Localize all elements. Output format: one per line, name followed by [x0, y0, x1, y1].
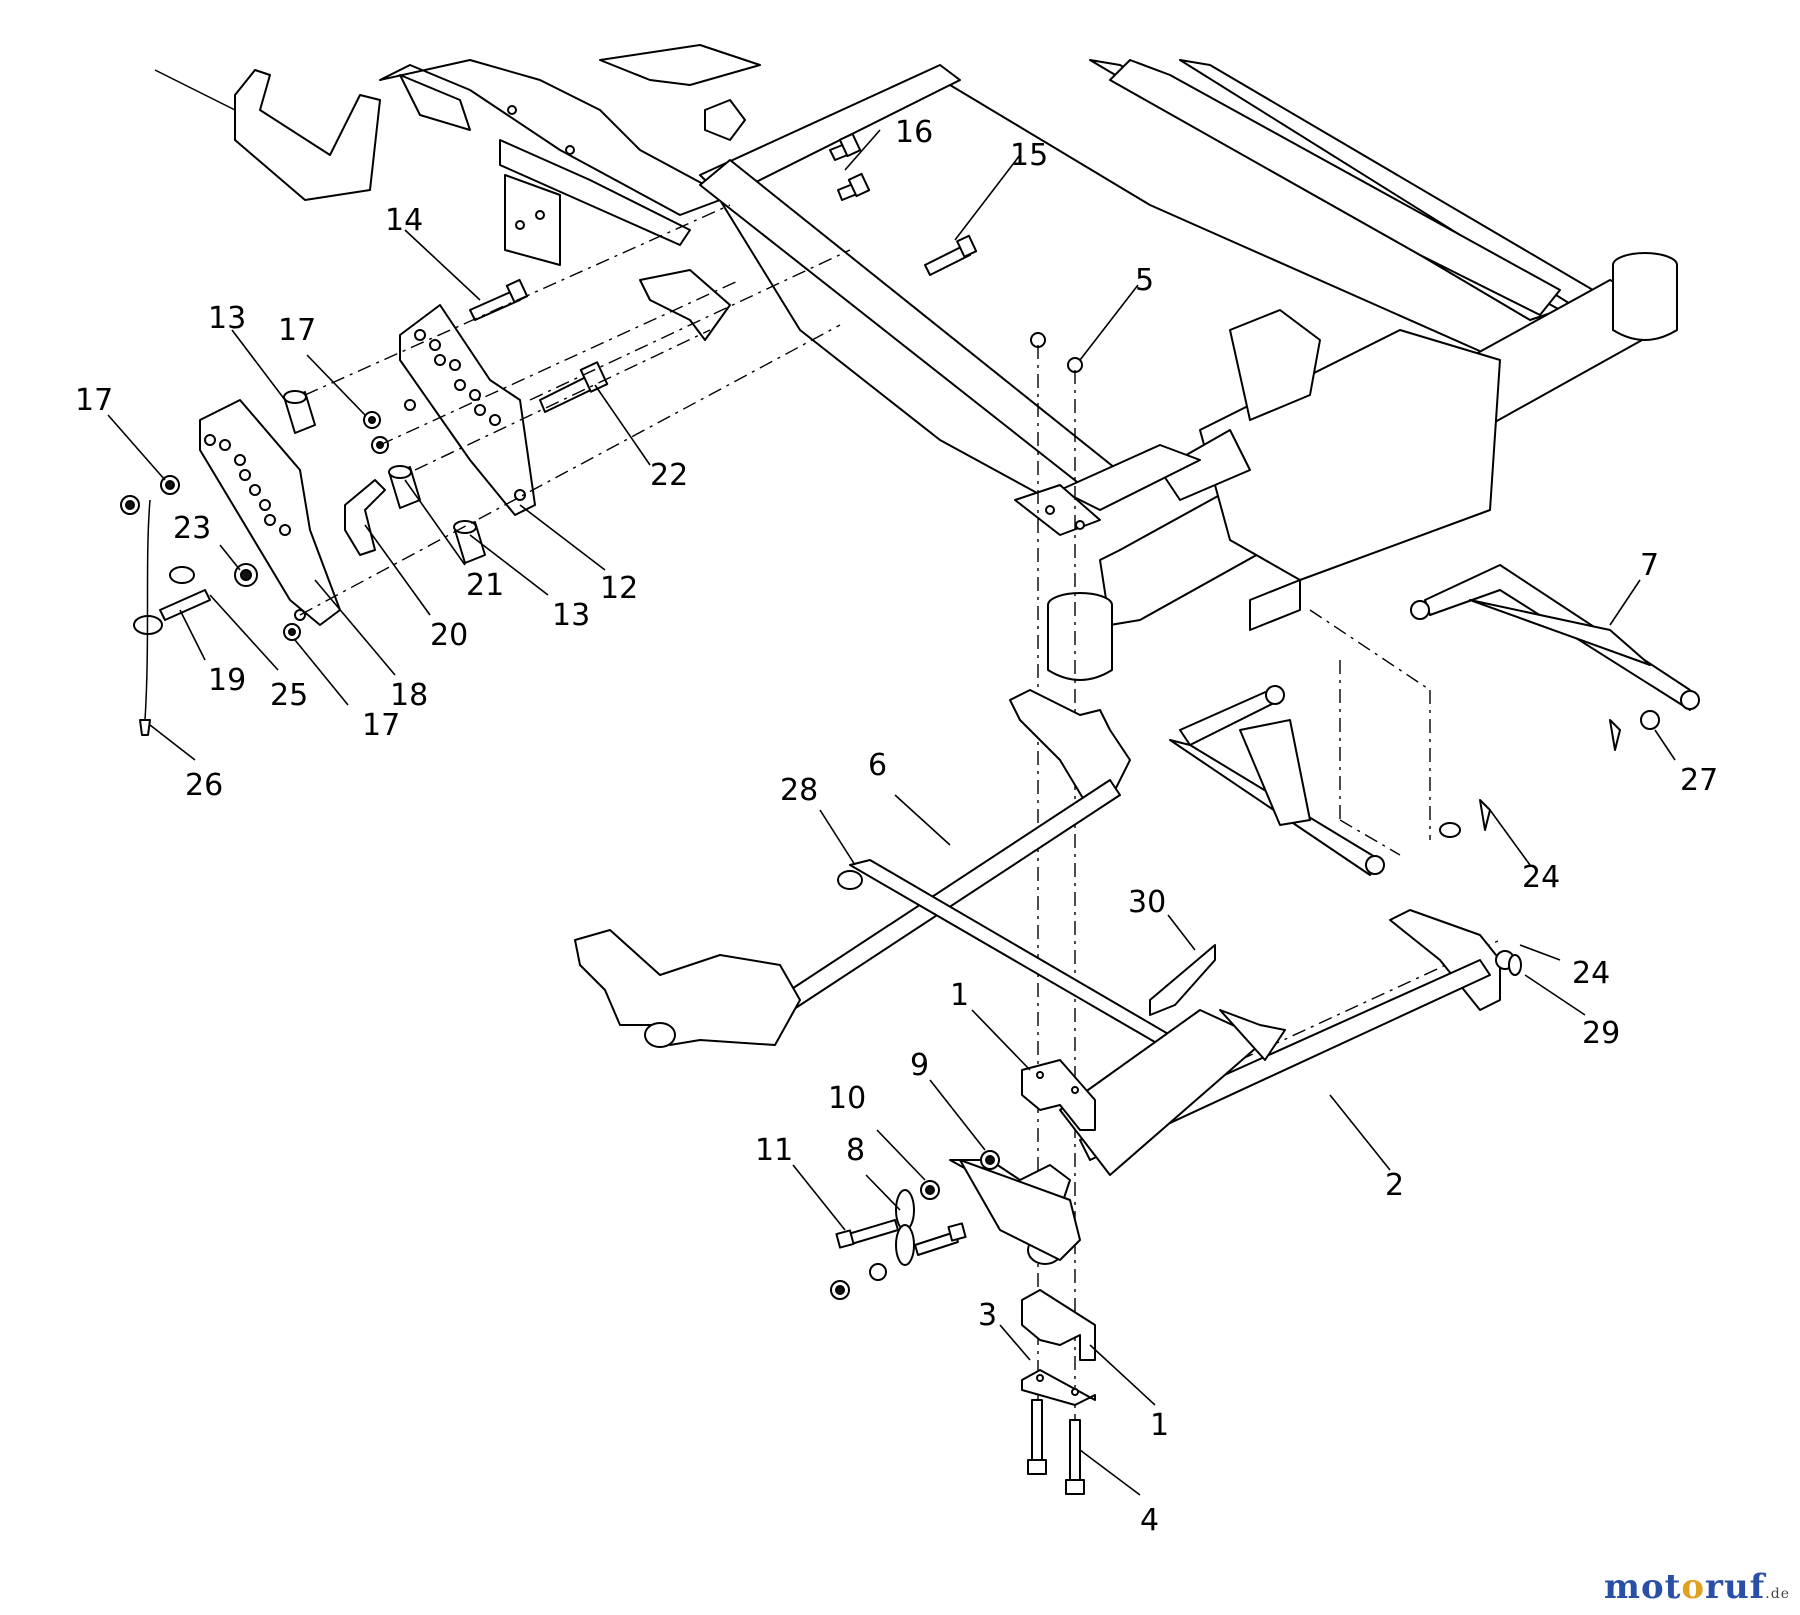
callout-3: 3	[978, 1298, 997, 1333]
callout-1: 1	[950, 978, 969, 1013]
callout-2: 2	[1385, 1168, 1404, 1203]
clamp-upper-1	[1021, 1059, 1096, 1131]
callout-4: 4	[1140, 1503, 1159, 1538]
callout-labels: 16 15 14 5 13 17 17 22 23 12 21 13 20 19…	[75, 115, 1718, 1538]
callout-28: 28	[780, 773, 818, 808]
lift-arm-7	[1410, 564, 1700, 751]
chain-8	[830, 1150, 1000, 1300]
cross-shaft-6	[574, 689, 1171, 1048]
watermark-logo: motoruf.de	[1604, 1567, 1790, 1607]
lift-arm-middle	[1169, 685, 1491, 876]
rear-frame	[154, 44, 761, 341]
callout-13: 13	[552, 598, 590, 633]
callout-24: 24	[1572, 956, 1610, 991]
callout-20: 20	[430, 618, 468, 653]
callout-13: 13	[208, 301, 246, 336]
bracket-30	[1149, 944, 1216, 1016]
watermark-part3: ruf	[1705, 1567, 1766, 1607]
watermark-suffix: .de	[1765, 1586, 1790, 1602]
bolts-4	[1027, 1399, 1085, 1495]
callout-23: 23	[173, 511, 211, 546]
watermark-part1: mot	[1603, 1567, 1682, 1607]
callout-17: 17	[75, 383, 113, 418]
callout-9: 9	[910, 1048, 929, 1083]
callout-16: 16	[895, 115, 933, 150]
callout-19: 19	[208, 663, 246, 698]
callout-29: 29	[1582, 1016, 1620, 1051]
callout-7: 7	[1640, 548, 1659, 583]
spacers	[283, 390, 486, 564]
side-plate-12	[399, 304, 536, 516]
plate-3	[1021, 1369, 1096, 1406]
callout-14: 14	[385, 203, 423, 238]
callout-8: 8	[846, 1133, 865, 1168]
callout-11: 11	[755, 1133, 793, 1168]
watermark-part2: o	[1681, 1567, 1706, 1607]
callout-25: 25	[270, 678, 308, 713]
callout-17: 17	[362, 708, 400, 743]
callout-15: 15	[1010, 138, 1048, 173]
clamp-lower-1	[1021, 1289, 1096, 1361]
callout-6: 6	[868, 748, 887, 783]
callout-24: 24	[1522, 860, 1560, 895]
callout-1: 1	[1150, 1408, 1169, 1443]
assembly-lines	[299, 204, 1501, 1470]
callout-21: 21	[466, 568, 504, 603]
callout-27: 27	[1680, 763, 1718, 798]
callout-22: 22	[650, 458, 688, 493]
callout-10: 10	[828, 1081, 866, 1116]
callout-26: 26	[185, 768, 223, 803]
front-axle-2	[949, 909, 1522, 1265]
bolts-upper	[469, 132, 978, 413]
callout-18: 18	[390, 678, 428, 713]
callout-12: 12	[600, 571, 638, 606]
callout-17: 17	[278, 313, 316, 348]
latch-20	[344, 479, 386, 556]
main-frame	[699, 59, 1678, 681]
leader-lines	[107, 129, 1676, 1496]
callout-5: 5	[1135, 263, 1154, 298]
callout-30: 30	[1128, 885, 1166, 920]
hitch-pin	[133, 499, 211, 736]
side-plate-18	[199, 399, 341, 626]
